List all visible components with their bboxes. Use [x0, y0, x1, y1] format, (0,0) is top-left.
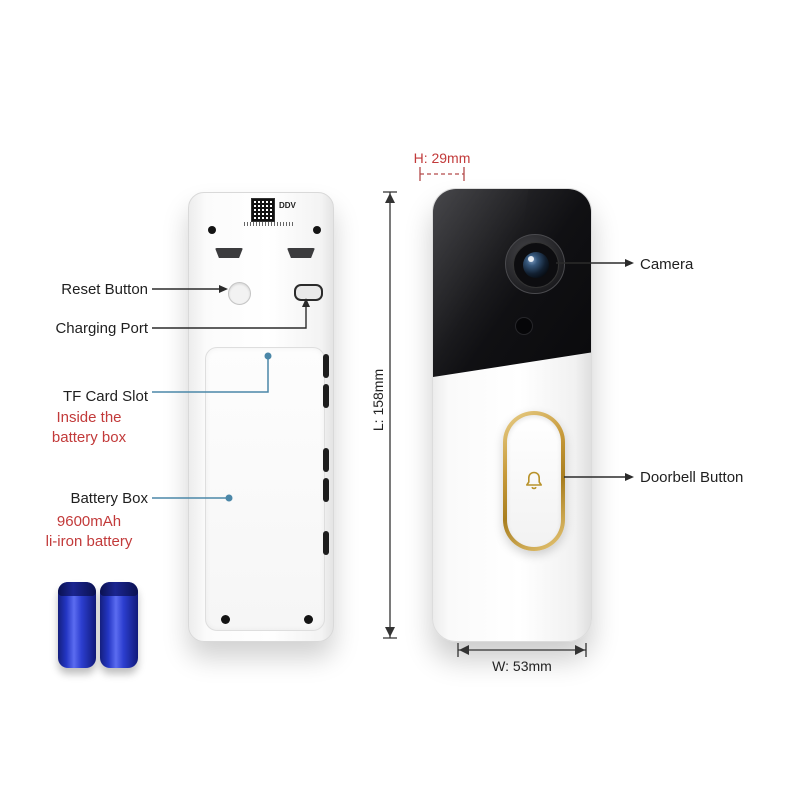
charging-port-label: Charging Port: [55, 320, 148, 337]
camera-lens-ring: [513, 242, 559, 288]
camera-label: Camera: [640, 256, 694, 273]
doorbell-button-label: Doorbell Button: [640, 469, 744, 486]
battery-box-label: Battery Box: [70, 490, 148, 507]
doorbell-button-face: [507, 415, 561, 547]
camera-lens: [505, 234, 565, 294]
battery-box-door[interactable]: [205, 347, 325, 631]
doorbell-button[interactable]: [503, 411, 565, 551]
tf-card-slot-note: Inside the battery box: [51, 409, 127, 446]
width-arrow-right-icon: [575, 645, 585, 655]
motion-sensor: [515, 317, 533, 335]
camera-lens-glint: [528, 256, 534, 262]
bell-icon: [526, 471, 542, 490]
serial-text-strip: [244, 222, 294, 226]
reset-button-label: Reset Button: [61, 281, 148, 298]
doorbell-pointer-arrow-icon: [625, 473, 634, 481]
tf-card-slot-label: TF Card Slot: [62, 388, 148, 405]
height-dimension-ticks: [419, 167, 465, 181]
mount-slot-left: [215, 248, 243, 258]
width-arrow-left-icon: [459, 645, 469, 655]
side-vent-slot: [323, 448, 329, 472]
qr-code-icon: [251, 198, 275, 222]
battery-cells-image: [58, 582, 142, 670]
screw-hole-bottom-left: [221, 615, 230, 624]
length-arrow-down-icon: [385, 627, 395, 637]
battery-cell-icon: [100, 582, 138, 668]
charging-port[interactable]: [294, 284, 323, 301]
side-vent-slot: [323, 354, 329, 378]
dimension-height-label: H: 29mm: [413, 150, 471, 166]
dimension-length-label: L: 158mm: [370, 368, 386, 432]
camera-pointer-arrow-icon: [625, 259, 634, 267]
doorbell-front-view: [432, 188, 592, 642]
qr-code-label: DDV: [279, 201, 296, 210]
side-vent-slot: [323, 531, 329, 555]
side-vent-slot: [323, 478, 329, 502]
camera-lens-glass: [523, 252, 549, 278]
battery-cell-icon: [58, 582, 96, 668]
reset-button[interactable]: [228, 282, 251, 305]
side-vent-slot: [323, 384, 329, 408]
screw-hole-top-right: [313, 226, 321, 234]
length-arrow-up-icon: [385, 193, 395, 203]
mount-slot-right: [287, 248, 315, 258]
width-dimension-ticks: [457, 643, 587, 657]
screw-hole-top-left: [208, 226, 216, 234]
screw-hole-bottom-right: [304, 615, 313, 624]
battery-box-note: 9600mAh li-iron battery: [45, 513, 133, 550]
dimension-width-label: W: 53mm: [492, 658, 552, 674]
doorbell-back-view: DDV: [188, 192, 334, 642]
camera-glass-panel: [433, 189, 591, 377]
